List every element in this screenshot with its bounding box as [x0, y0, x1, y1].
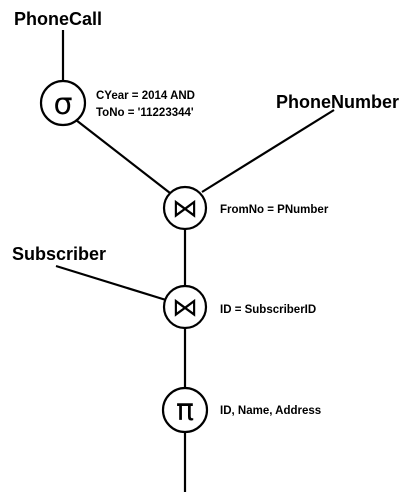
pi-icon: π [176, 393, 194, 428]
upper-join-node-circle [162, 185, 208, 231]
upper-join-condition: FromNo = PNumber [220, 204, 329, 216]
relation-subscriber-label: Subscriber [12, 244, 106, 264]
relation-phonenumber-label: PhoneNumber [276, 92, 399, 112]
bowtie-join-icon: ⋈ [172, 194, 198, 224]
selection-node: σ [39, 79, 87, 127]
projection-node: π [161, 386, 209, 434]
edge-phonenumber-to-upper-join [201, 109, 335, 193]
projection-attributes: ID, Name, Address [220, 405, 321, 417]
sigma-icon: σ [53, 87, 72, 122]
lower-join-node: ⋈ [162, 284, 208, 330]
selection-condition-line-2: ToNo = '11223344' [96, 107, 194, 119]
bowtie-join-icon: ⋈ [172, 293, 198, 323]
upper-join-node: ⋈ [162, 185, 208, 231]
edge-subscriber-to-lower-join [55, 264, 167, 302]
edge-selection-to-upper-join [75, 119, 171, 194]
projection-node-circle [161, 386, 209, 434]
relation-phonecall-label: PhoneCall [14, 9, 102, 29]
selection-condition-line-1: CYear = 2014 AND [96, 90, 195, 102]
selection-node-circle [39, 79, 87, 127]
lower-join-condition: ID = SubscriberID [220, 304, 316, 316]
lower-join-node-circle [162, 284, 208, 330]
